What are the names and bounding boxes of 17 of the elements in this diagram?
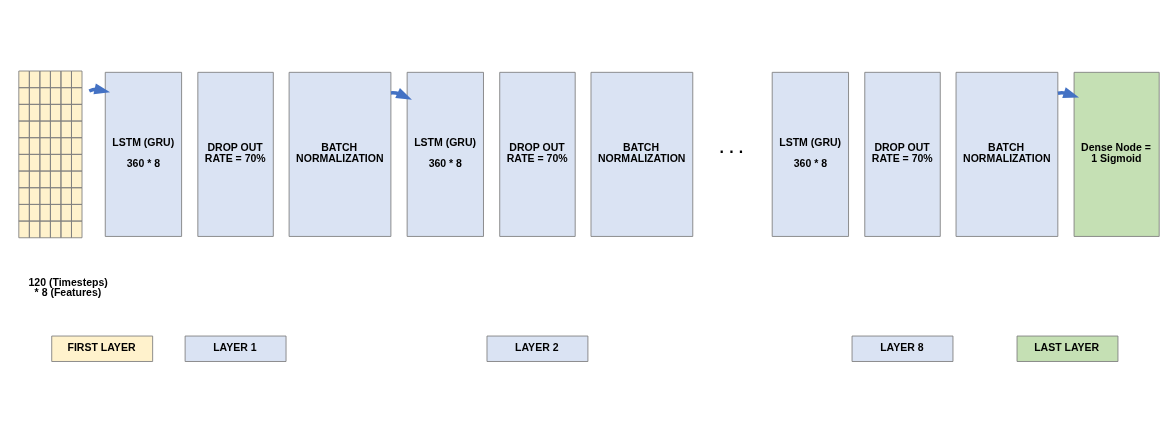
- node-box: BATCH NORMALIZATION: [955, 71, 1059, 237]
- node-box: FIRST LAYER: [51, 335, 154, 362]
- node-box: LSTM (GRU) 360 * 8: [406, 71, 484, 237]
- node-box: DROP OUT RATE = 70%: [864, 71, 941, 237]
- label: · · ·: [719, 143, 745, 161]
- label: 120 (Timesteps) * 8 (Features): [28, 275, 108, 299]
- node-box: BATCH NORMALIZATION: [590, 71, 694, 237]
- node-box: DROP OUT RATE = 70%: [197, 71, 274, 237]
- node-box: LAYER 8: [851, 335, 954, 362]
- node-box: LAYER 1: [184, 335, 287, 362]
- node-box: Dense Node = 1 Sigmoid: [1073, 71, 1160, 237]
- node-box: BATCH NORMALIZATION: [288, 71, 392, 237]
- node-box: LSTM (GRU) 360 * 8: [104, 71, 183, 237]
- node-box: LAYER 2: [486, 335, 589, 362]
- node-box: LSTM (GRU) 360 * 8: [771, 71, 849, 237]
- node-box: DROP OUT RATE = 70%: [499, 71, 576, 237]
- node-box: LAST LAYER: [1016, 335, 1119, 362]
